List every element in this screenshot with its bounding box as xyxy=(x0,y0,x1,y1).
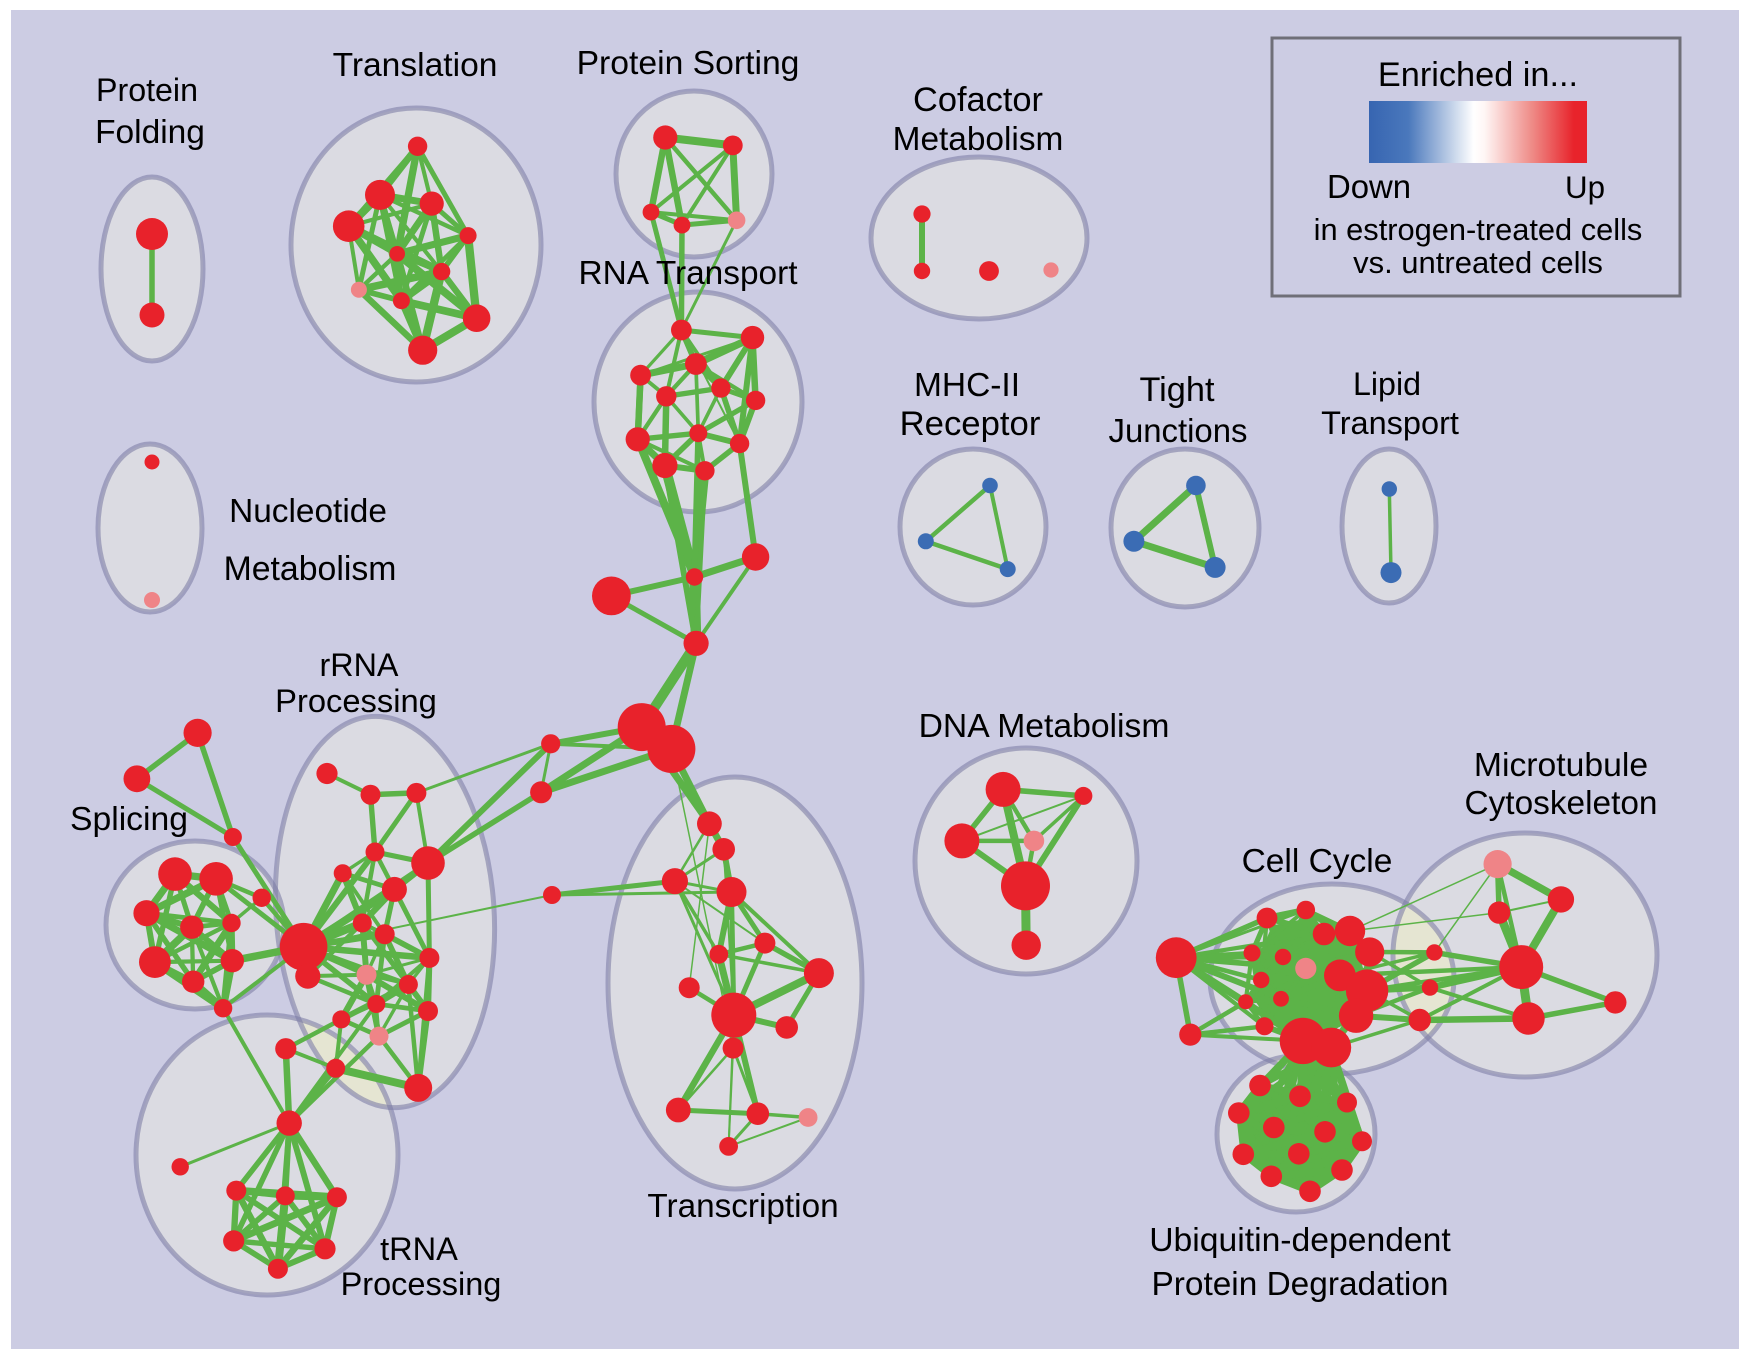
svg-text:Translation: Translation xyxy=(333,47,498,84)
svg-text:Folding: Folding xyxy=(95,114,205,151)
svg-text:MHC-II: MHC-II xyxy=(914,367,1020,404)
svg-text:Metabolism: Metabolism xyxy=(893,121,1064,158)
svg-text:Ubiquitin-dependent: Ubiquitin-dependent xyxy=(1149,1221,1451,1259)
svg-text:Protein Degradation: Protein Degradation xyxy=(1152,1266,1449,1303)
svg-text:Cell Cycle: Cell Cycle xyxy=(1242,843,1393,880)
svg-text:in estrogen-treated cells: in estrogen-treated cells xyxy=(1314,212,1643,247)
svg-text:Enriched in...: Enriched in... xyxy=(1378,56,1578,94)
svg-text:Protein Sorting: Protein Sorting xyxy=(577,44,800,82)
svg-text:Cytoskeleton: Cytoskeleton xyxy=(1464,785,1657,822)
svg-text:Junctions: Junctions xyxy=(1109,412,1248,449)
svg-text:rRNA: rRNA xyxy=(320,647,399,683)
svg-text:RNA Transport: RNA Transport xyxy=(579,255,799,292)
svg-text:Processing: Processing xyxy=(275,682,437,719)
svg-text:Down: Down xyxy=(1327,168,1411,205)
svg-text:Processing: Processing xyxy=(341,1266,502,1302)
svg-text:DNA Metabolism: DNA Metabolism xyxy=(919,707,1170,745)
svg-text:Nucleotide: Nucleotide xyxy=(229,493,387,530)
svg-text:Transport: Transport xyxy=(1321,405,1459,441)
svg-text:Microtubule: Microtubule xyxy=(1474,746,1648,784)
svg-text:Cofactor: Cofactor xyxy=(913,81,1043,119)
svg-text:Metabolism: Metabolism xyxy=(224,550,397,588)
svg-text:Protein: Protein xyxy=(96,72,198,108)
svg-text:Transcription: Transcription xyxy=(647,1188,838,1225)
svg-text:Lipid: Lipid xyxy=(1353,366,1421,402)
svg-text:Tight: Tight xyxy=(1140,371,1215,409)
svg-text:Up: Up xyxy=(1565,170,1605,205)
svg-text:Splicing: Splicing xyxy=(70,800,188,838)
svg-text:Receptor: Receptor xyxy=(900,405,1041,443)
svg-text:vs. untreated cells: vs. untreated cells xyxy=(1353,245,1603,280)
svg-text:tRNA: tRNA xyxy=(380,1230,458,1267)
